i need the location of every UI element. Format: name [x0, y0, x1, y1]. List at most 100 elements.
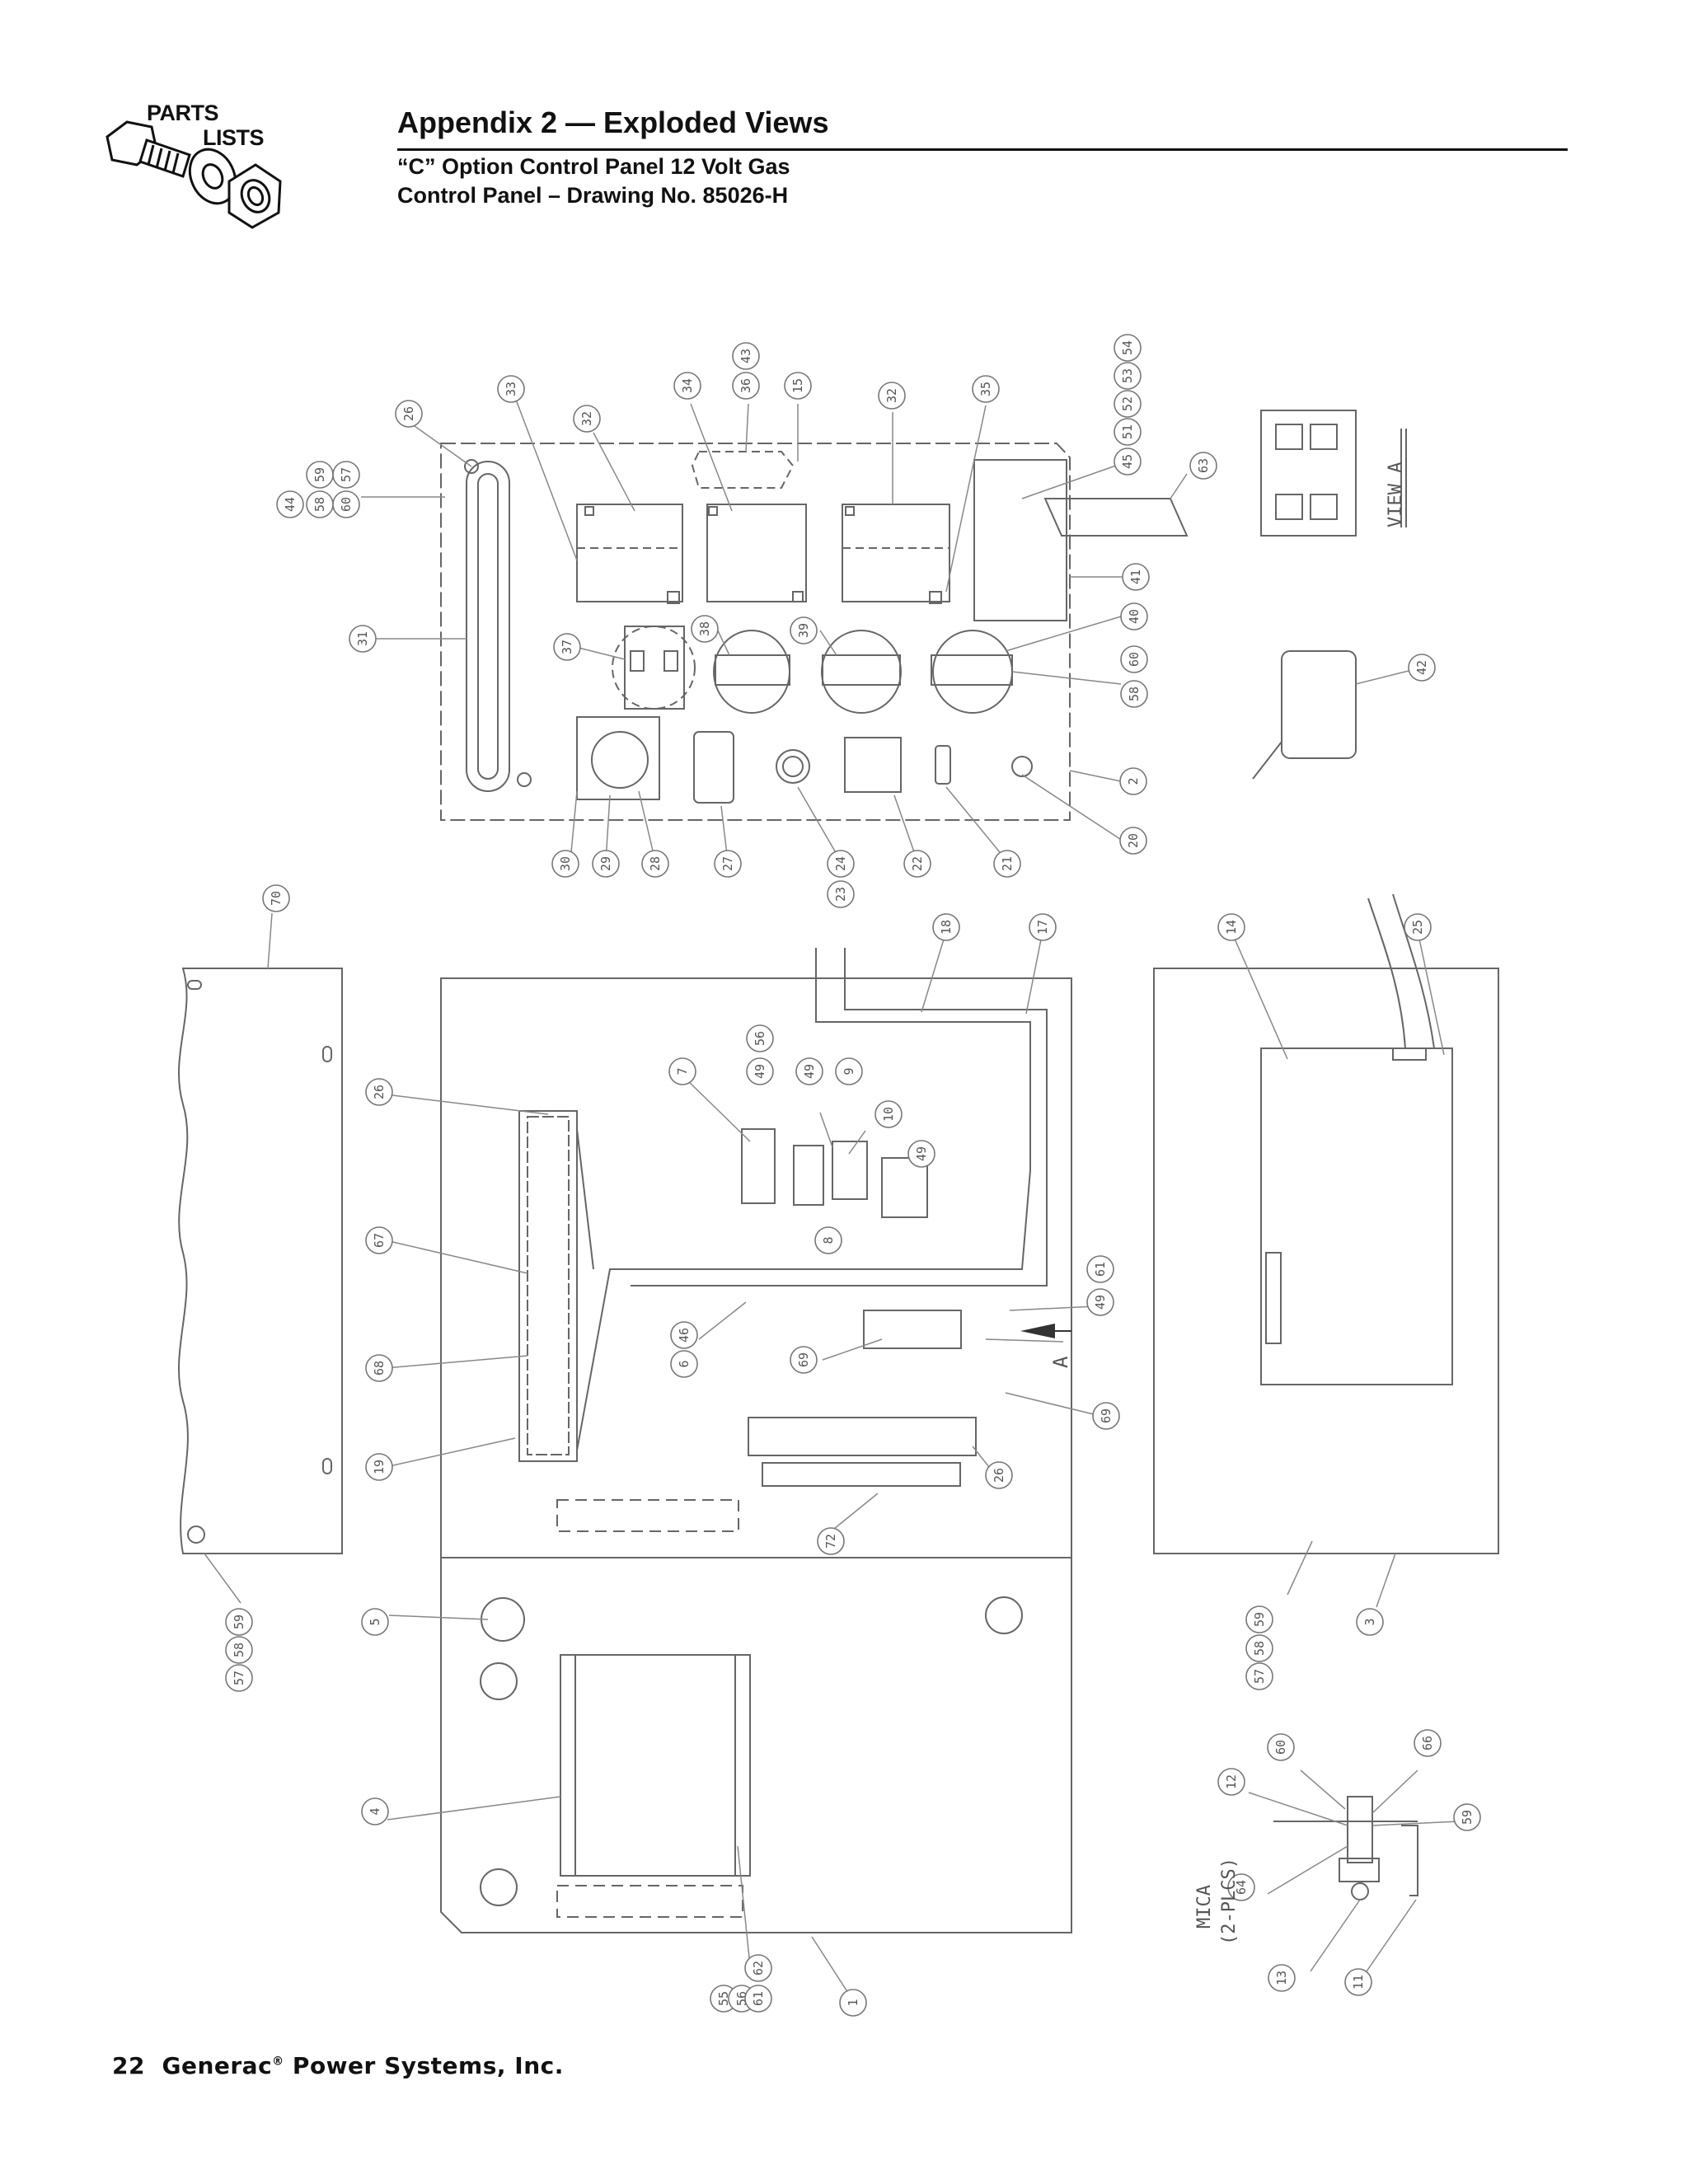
- callout-number: 55: [716, 1991, 731, 2006]
- callout-circle: [349, 625, 377, 653]
- leader-lines: [204, 399, 1460, 2005]
- callout-bubble: 58: [225, 1636, 253, 1664]
- callout-number: 25: [1410, 920, 1425, 935]
- main-enclosure: [440, 948, 1072, 1933]
- callout-number: 3: [1362, 1618, 1377, 1625]
- callout-number: 34: [680, 378, 695, 393]
- callout-number: 32: [579, 411, 594, 426]
- callout-bubble: 41: [1122, 563, 1150, 591]
- callout-bubble: 19: [365, 1453, 393, 1481]
- mica-sub-label: (2-PLCS): [1219, 1858, 1240, 1945]
- callout-number: 60: [1273, 1740, 1288, 1755]
- callout-circle: [839, 1989, 867, 2017]
- mica-label: MICA: [1194, 1885, 1215, 1929]
- page-subtitle-line-2: Control Panel – Drawing No. 85026-H: [397, 183, 789, 208]
- callout-circle: [746, 1057, 774, 1085]
- callout-circle: [1217, 913, 1245, 941]
- callout-bubble: 18: [932, 913, 960, 941]
- callout-bubble: 66: [1414, 1729, 1442, 1757]
- callout-bubble: 58: [1120, 680, 1148, 708]
- callout-number: 19: [372, 1460, 387, 1474]
- callout-number: 58: [1252, 1641, 1267, 1656]
- callout-circle: [276, 490, 304, 518]
- callout-number: 39: [796, 623, 811, 638]
- callout-circle: [365, 1078, 393, 1106]
- callout-number: 51: [1120, 424, 1135, 439]
- callout-bubble: 44: [276, 490, 304, 518]
- callout-bubble: 8: [814, 1226, 842, 1254]
- callout-number: 1: [846, 1999, 860, 2006]
- callout-number: 72: [823, 1534, 838, 1549]
- callout-number: 52: [1120, 396, 1135, 411]
- callout-number: 68: [372, 1361, 387, 1376]
- callout-number: 58: [312, 497, 327, 512]
- callout-circle: [1344, 1968, 1372, 1996]
- callout-bubble: 52: [1114, 390, 1142, 418]
- callout-circle: [1267, 1733, 1295, 1761]
- callout-circle: [670, 1350, 698, 1378]
- callout-bubble: 61: [1086, 1255, 1114, 1283]
- page-number: 22: [112, 2052, 145, 2079]
- callout-bubble: 62: [744, 1954, 772, 1982]
- view-a-arrow-icon: [1020, 1324, 1055, 1338]
- callout-circle: [1086, 1255, 1114, 1283]
- mica-stud-assembly: [1273, 1796, 1418, 1900]
- callout-circle: [673, 372, 701, 400]
- callout-bubble: 57: [225, 1664, 253, 1692]
- callout-bubble: 33: [497, 375, 525, 403]
- callout-number: 26: [372, 1085, 387, 1099]
- callout-circle: [365, 1453, 393, 1481]
- callout-bubble: 7: [668, 1057, 696, 1085]
- callout-number: 13: [1274, 1971, 1289, 1985]
- logo-lists-text: LISTS: [203, 125, 265, 150]
- callout-number: 26: [992, 1468, 1006, 1483]
- callout-bubble: 59: [1453, 1803, 1481, 1831]
- callout-bubble: 59: [225, 1608, 253, 1636]
- callout-number: 49: [914, 1146, 929, 1161]
- callout-circle: [225, 1664, 253, 1692]
- callout-number: 58: [232, 1643, 246, 1657]
- callout-number: 10: [881, 1107, 896, 1122]
- callout-number: 64: [1234, 1880, 1249, 1895]
- callout-circle: [784, 372, 812, 400]
- callout-bubble: 28: [641, 850, 669, 878]
- callout-circle: [1092, 1402, 1120, 1430]
- callout-circle: [972, 375, 1000, 403]
- callout-number: 8: [821, 1236, 836, 1244]
- callout-number: 59: [1252, 1612, 1267, 1627]
- callout-number: 18: [939, 920, 954, 935]
- callout-circle: [827, 880, 855, 908]
- callout-bubble: 25: [1404, 913, 1432, 941]
- callout-number: 2: [1126, 777, 1141, 785]
- callout-circle: [641, 850, 669, 878]
- callout-circle: [985, 1461, 1013, 1489]
- callout-circle: [332, 461, 360, 489]
- callout-bubble: 60: [332, 490, 360, 518]
- callout-number: 41: [1128, 569, 1143, 584]
- callout-circle: [225, 1608, 253, 1636]
- header-divider: [397, 148, 1568, 151]
- callout-bubble: 17: [1029, 913, 1057, 941]
- callout-bubble: 23: [827, 880, 855, 908]
- side-cover-left: [177, 968, 343, 1554]
- callout-circle: [1119, 827, 1147, 855]
- page-footer: 22 Generac® Power Systems, Inc.: [112, 2052, 564, 2079]
- callout-bubble: 37: [553, 633, 581, 661]
- callout-number: 32: [884, 388, 899, 403]
- callout-bubble: 6: [670, 1350, 698, 1378]
- callout-number: 59: [312, 467, 327, 482]
- callout-number: 15: [790, 378, 805, 393]
- callout-bubble: 38: [691, 615, 719, 643]
- callout-number: 23: [833, 887, 848, 902]
- callout-circle: [732, 342, 760, 370]
- callout-circle: [1120, 602, 1148, 630]
- callout-bubble: 49: [746, 1057, 774, 1085]
- callout-bubble: 15: [784, 372, 812, 400]
- callout-bubble: 67: [365, 1226, 393, 1254]
- callout-bubble: 58: [1245, 1634, 1273, 1662]
- footer-company-rest: Power Systems, Inc.: [284, 2052, 564, 2079]
- callout-number: 7: [675, 1067, 690, 1075]
- callout-number: 60: [339, 497, 354, 512]
- callout-circle: [1114, 362, 1142, 390]
- callout-circle: [744, 1985, 772, 2013]
